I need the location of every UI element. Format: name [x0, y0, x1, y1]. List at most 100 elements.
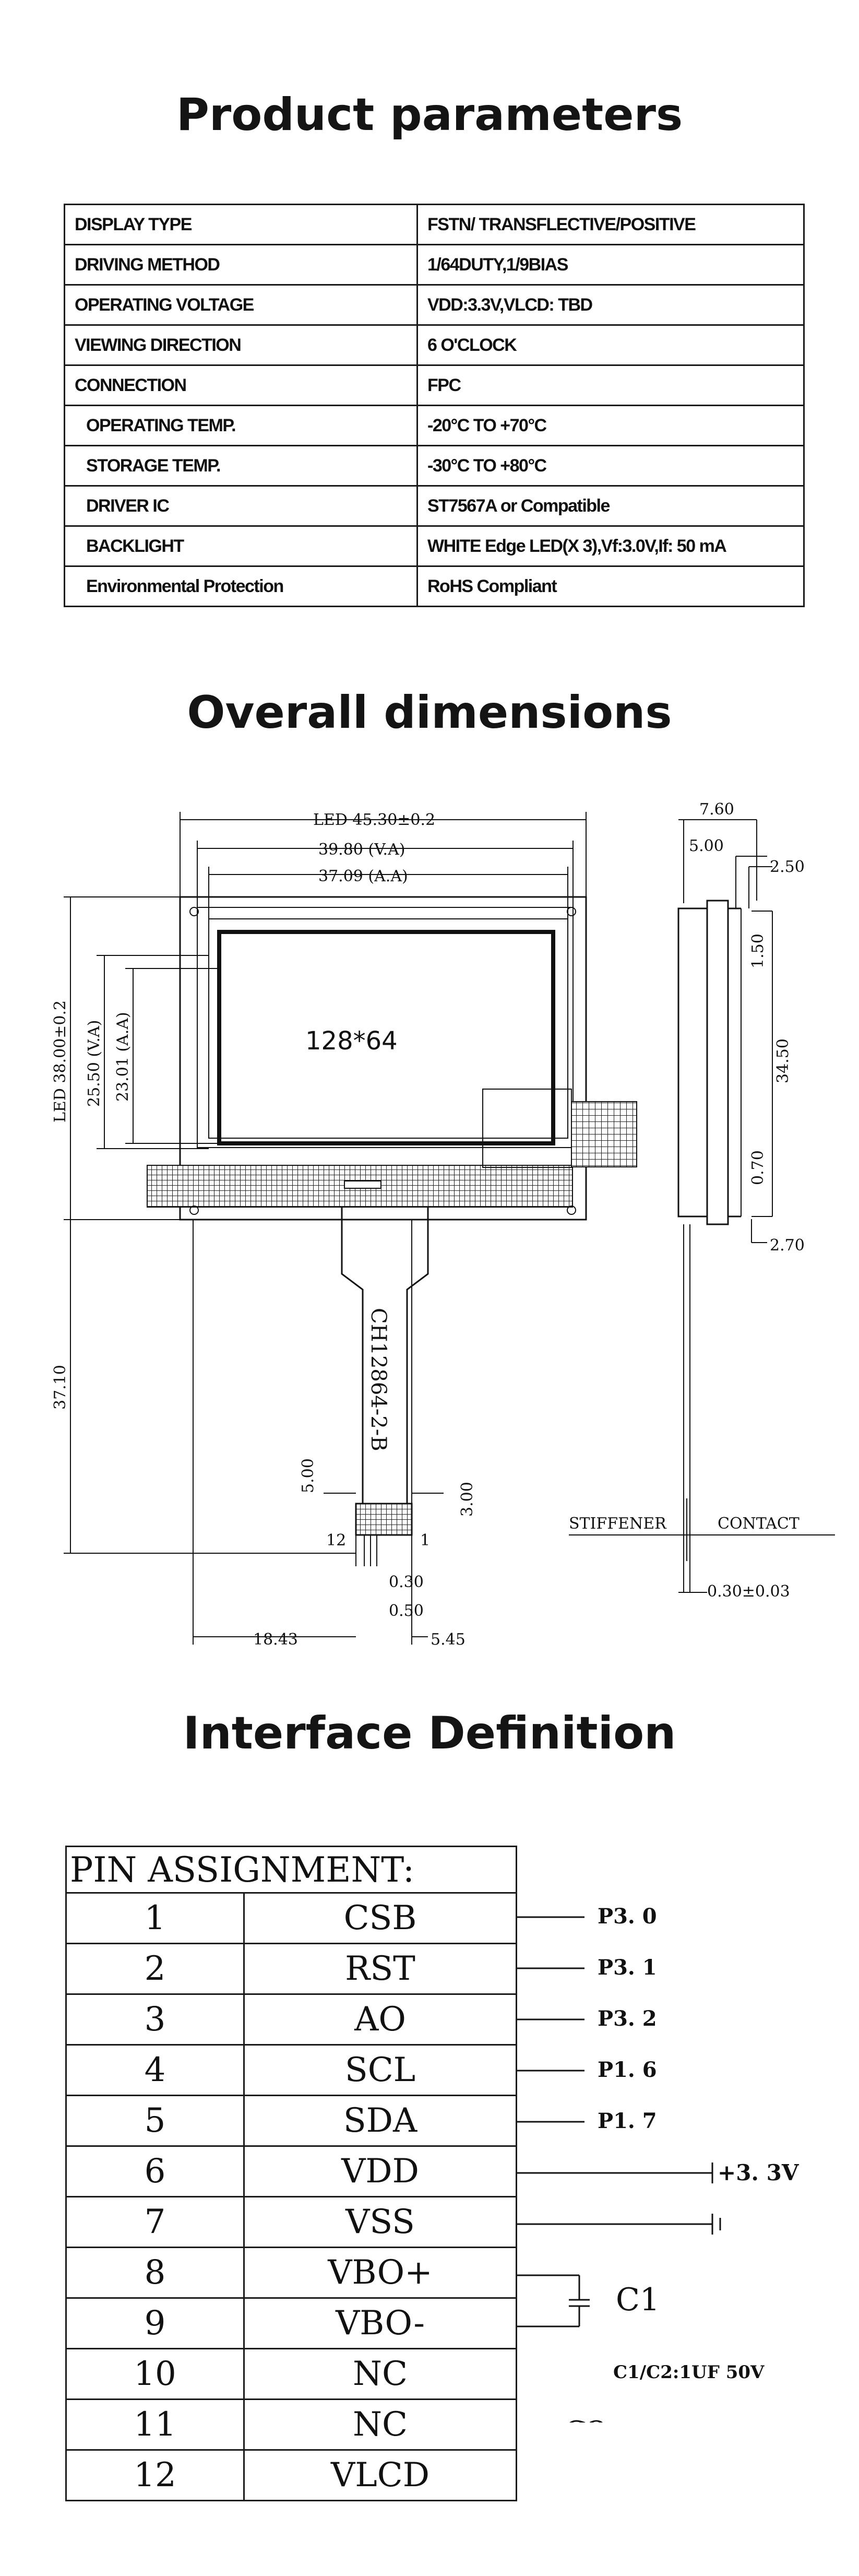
- pin-number: 1: [65, 1892, 245, 1944]
- aa-width-label: 37.09 (A.A): [318, 867, 408, 885]
- overall-dimensions-title: Overall dimensions: [187, 687, 672, 739]
- param-key: VIEWING DIRECTION: [64, 324, 418, 366]
- fpc-contacts: [355, 1503, 413, 1536]
- pin1-label: 1: [420, 1531, 430, 1550]
- side-15-label: 1.50: [749, 933, 767, 968]
- dim-5-label: 5.00: [299, 1458, 317, 1493]
- param-value: FPC: [416, 364, 805, 406]
- led-height-label: LED 38.00±0.2: [51, 1000, 69, 1122]
- va-width-label: 39.80 (V.A): [318, 841, 405, 859]
- pin-signal: NC: [243, 2348, 517, 2400]
- bezel-outline: [197, 907, 574, 1148]
- pin-signal: AO: [243, 1993, 517, 2046]
- pin12-label: 12: [326, 1531, 346, 1550]
- pin-number: 11: [65, 2398, 245, 2451]
- conn-p30: P3. 0: [598, 1904, 657, 1929]
- led-width-label: LED 45.30±0.2: [313, 811, 435, 829]
- param-key: Environmental Protection: [64, 565, 418, 607]
- conn-p32: P3. 2: [598, 2006, 657, 2031]
- param-key: OPERATING VOLTAGE: [64, 284, 418, 326]
- param-value: RoHS Compliant: [416, 565, 805, 607]
- pin-assignment-header: PIN ASSIGNMENT:: [65, 1846, 517, 1894]
- stiffener-label: STIFFENER: [569, 1515, 667, 1533]
- fpc-length-label: 37.10: [51, 1365, 69, 1410]
- pin-number: 4: [65, 2044, 245, 2096]
- conn-p17: P1. 7: [598, 2109, 657, 2133]
- cap-note: C1/C2:1UF 50V: [613, 2362, 765, 2383]
- param-value: -30°C TO +80°C: [416, 445, 805, 487]
- fpc-part-label: CH12864-2-B: [366, 1308, 390, 1451]
- pin-number: 7: [65, 2196, 245, 2248]
- pin-number: 3: [65, 1993, 245, 2046]
- pin-number: 12: [65, 2449, 245, 2501]
- resolution-label: 128*64: [305, 1026, 398, 1056]
- param-key: CONNECTION: [64, 364, 418, 406]
- param-key: OPERATING TEMP.: [64, 405, 418, 446]
- va-height-label: 25.50 (V.A): [85, 1020, 103, 1107]
- param-key: BACKLIGHT: [64, 525, 418, 567]
- pin-signal: VDD: [243, 2145, 517, 2197]
- side-5-label: 5.00: [689, 837, 724, 855]
- param-row: OPERATING TEMP.-20°C TO +70°C: [64, 405, 805, 446]
- aa-height-label: 23.01 (A.A): [114, 1012, 132, 1102]
- contact-grid: [571, 1101, 637, 1167]
- pin-number: 8: [65, 2247, 245, 2299]
- param-key: DISPLAY TYPE: [64, 204, 418, 245]
- side-25-label: 2.50: [770, 858, 805, 876]
- param-value: -20°C TO +70°C: [416, 405, 805, 446]
- pin-width-label: 0.50: [389, 1602, 424, 1620]
- conn-c2: C2: [564, 2415, 607, 2423]
- pin-signal: SCL: [243, 2044, 517, 2096]
- param-value: VDD:3.3V,VLCD: TBD: [416, 284, 805, 326]
- pin-signal: VBO+: [243, 2247, 517, 2299]
- module-outline: [179, 896, 587, 1221]
- side-07-label: 0.70: [749, 1150, 767, 1185]
- dim-3-label: 3.00: [458, 1482, 476, 1517]
- interface-definition-title: Interface Definition: [183, 1707, 676, 1759]
- pin-signal: NC: [243, 2398, 517, 2451]
- side-view-body: [677, 907, 708, 1218]
- pin-number: 6: [65, 2145, 245, 2197]
- contact-label: CONTACT: [718, 1515, 800, 1533]
- right-offset-label: 5.45: [431, 1630, 466, 1649]
- param-value: FSTN/ TRANSFLECTIVE/POSITIVE: [416, 204, 805, 245]
- param-row: STORAGE TEMP.-30°C TO +80°C: [64, 445, 805, 487]
- param-value: ST7567A or Compatible: [416, 485, 805, 527]
- pin-signal: VLCD: [243, 2449, 517, 2501]
- pin-wiring: P3. 0 P3. 1 P3. 2 P1. 6 P1. 7 +3. 3V C1 …: [517, 1904, 800, 2423]
- pin-number: 2: [65, 1943, 245, 1995]
- pin-signal: VBO-: [243, 2297, 517, 2349]
- product-parameters-title: Product parameters: [176, 89, 683, 141]
- pin-signal: RST: [243, 1943, 517, 1995]
- active-area: [217, 930, 555, 1145]
- dimension-drawing: LED 45.30±0.2 39.80 (V.A) 37.09 (A.A) 12…: [51, 800, 835, 1649]
- conn-vdd: +3. 3V: [718, 2160, 800, 2185]
- conn-p16: P1. 6: [598, 2058, 657, 2082]
- side-total-label: 7.60: [699, 800, 734, 819]
- viewing-area: [208, 918, 568, 1139]
- conn-c1: C1: [616, 2282, 660, 2318]
- side-27-label: 2.70: [770, 1236, 805, 1255]
- conn-p31: P3. 1: [598, 1955, 657, 1980]
- param-key: DRIVER IC: [64, 485, 418, 527]
- pin-signal: SDA: [243, 2095, 517, 2147]
- pin-number: 9: [65, 2297, 245, 2349]
- pin-signal: VSS: [243, 2196, 517, 2248]
